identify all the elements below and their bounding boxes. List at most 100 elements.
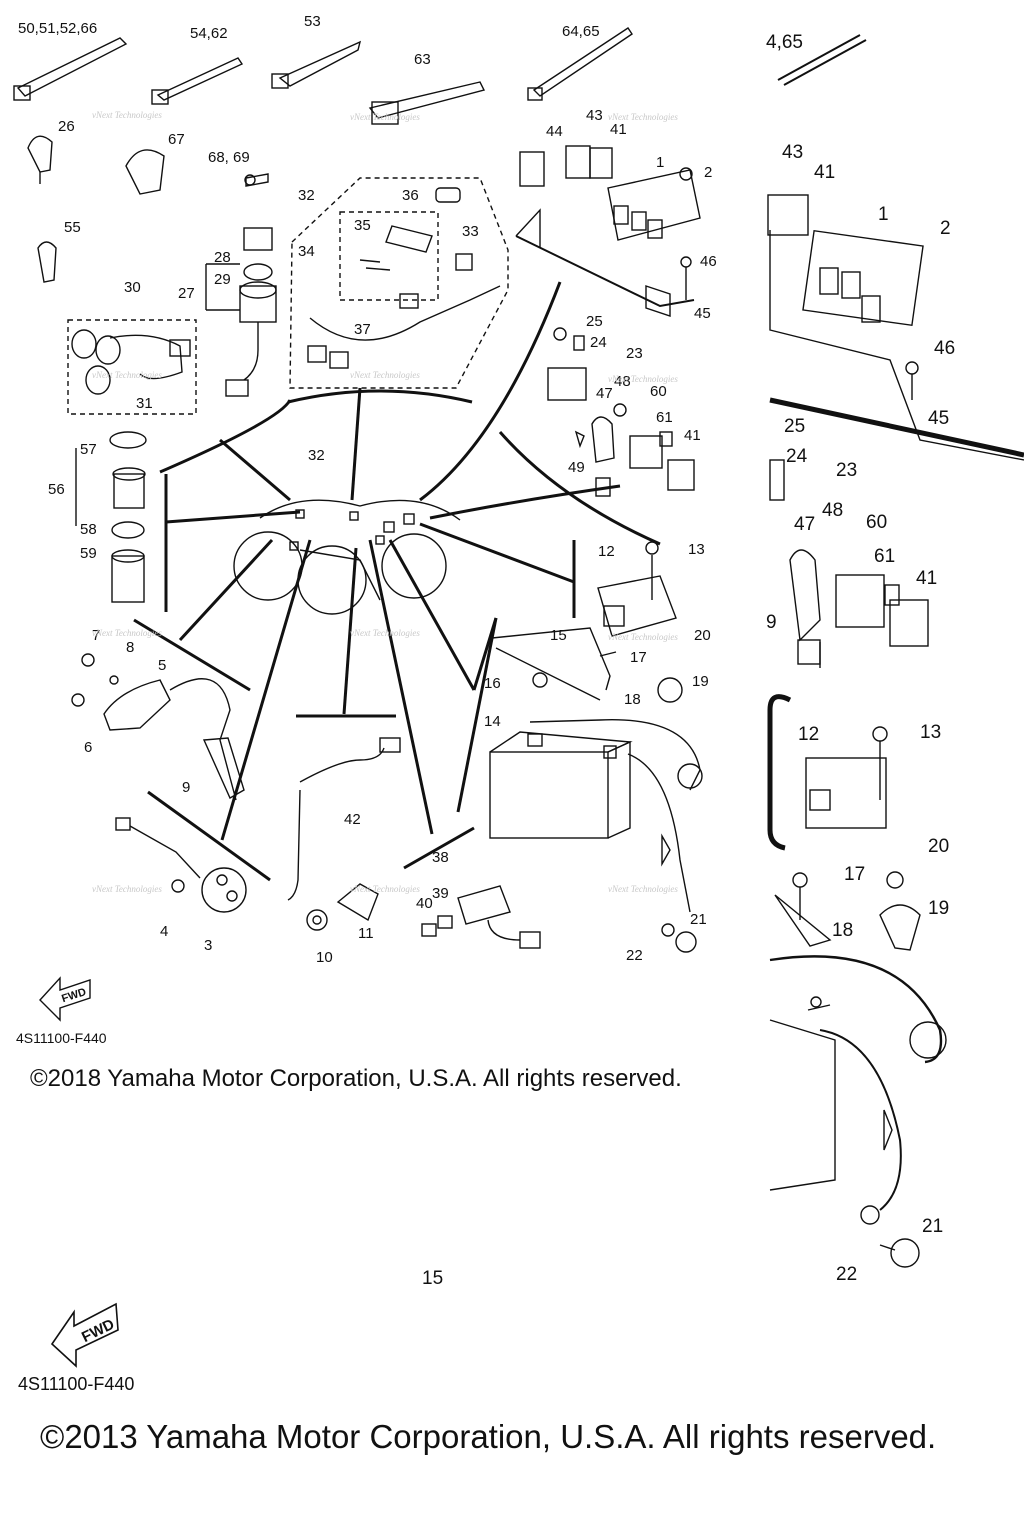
leader-lines-thick: [133, 281, 661, 882]
label-47: 47: [596, 385, 613, 402]
label-55: 55: [64, 219, 81, 236]
label-16: 16: [484, 675, 501, 692]
part-number-labels-right: 4,65 43 41 1 2 46 45 25 24 23 48 47 60 6…: [422, 32, 955, 1289]
label-61: 61: [656, 409, 673, 426]
label-58: 58: [80, 521, 97, 538]
copyright-2013: ©2013 Yamaha Motor Corporation, U.S.A. A…: [40, 1418, 937, 1455]
svg-text:vNext Technologies: vNext Technologies: [92, 628, 162, 638]
sensor-42-and-switch-11: [287, 737, 401, 931]
label-36: 36: [402, 187, 419, 204]
label-r-20: 20: [928, 836, 949, 857]
label-14: 14: [484, 713, 501, 730]
label-r-12: 12: [798, 724, 819, 745]
label-r-9: 9: [766, 612, 777, 633]
label-68-69: 68, 69: [208, 149, 250, 166]
label-r-43: 43: [782, 142, 803, 163]
label-48: 48: [614, 373, 631, 390]
label-21: 21: [690, 911, 707, 928]
label-38: 38: [432, 849, 449, 866]
fwd-arrow-small: FWD: [39, 976, 91, 1022]
svg-text:vNext Technologies: vNext Technologies: [350, 884, 420, 894]
svg-text:vNext Technologies: vNext Technologies: [608, 632, 678, 642]
label-r-48: 48: [822, 500, 843, 521]
label-45: 45: [694, 305, 711, 322]
label-43: 43: [586, 107, 603, 124]
label-r-2: 2: [940, 218, 951, 239]
label-57: 57: [80, 441, 97, 458]
label-10: 10: [316, 949, 333, 966]
label-12: 12: [598, 543, 615, 560]
label-6: 6: [84, 739, 92, 756]
clamps-and-key: [27, 135, 269, 283]
label-3: 3: [204, 937, 212, 954]
label-41b: 41: [684, 427, 701, 444]
label-40: 40: [416, 895, 433, 912]
label-18: 18: [624, 691, 641, 708]
label-28: 28: [214, 249, 231, 266]
label-r-1: 1: [878, 204, 889, 225]
relay-38: [421, 885, 541, 949]
label-r-21: 21: [922, 1216, 943, 1237]
horn-assembly: [115, 817, 247, 913]
relay-bracket-top: [515, 145, 701, 317]
svg-text:vNext Technologies: vNext Technologies: [92, 884, 162, 894]
svg-text:vNext Technologies: vNext Technologies: [92, 110, 162, 120]
label-1: 1: [656, 154, 664, 171]
label-49: 49: [568, 459, 585, 476]
label-11: 11: [358, 925, 374, 942]
label-r-41a: 41: [814, 162, 835, 183]
label-r-19: 19: [928, 898, 949, 919]
label-32a: 32: [298, 187, 315, 204]
label-46: 46: [700, 253, 717, 270]
label-r-18: 18: [832, 920, 853, 941]
label-63: 63: [414, 51, 431, 68]
label-r-4-65: 4,65: [766, 32, 803, 53]
label-19: 19: [692, 673, 709, 690]
label-r-45: 45: [928, 408, 949, 429]
label-31: 31: [136, 395, 153, 412]
copyright-2018: ©2018 Yamaha Motor Corporation, U.S.A. A…: [30, 1065, 682, 1092]
label-24: 24: [590, 334, 607, 351]
diagram-code-small: 4S11100-F440: [16, 1030, 107, 1046]
label-r-41b: 41: [916, 568, 937, 589]
label-64-65: 64,65: [562, 23, 600, 40]
label-r-22: 22: [836, 1264, 857, 1285]
label-54-62: 54,62: [190, 25, 228, 42]
cable-ties: [13, 27, 633, 125]
label-20: 20: [694, 627, 711, 644]
label-59: 59: [80, 545, 97, 562]
watermarks: vNext Technologies vNext Technologies vN…: [92, 110, 678, 894]
label-17: 17: [630, 649, 647, 666]
label-27: 27: [178, 285, 195, 302]
label-67: 67: [168, 131, 185, 148]
svg-text:vNext Technologies: vNext Technologies: [608, 374, 678, 384]
svg-text:vNext Technologies: vNext Technologies: [608, 112, 678, 122]
svg-text:vNext Technologies: vNext Technologies: [350, 370, 420, 380]
label-r-61: 61: [874, 546, 895, 567]
label-4: 4: [160, 923, 168, 940]
label-37: 37: [354, 321, 371, 338]
harness-box-32: [289, 177, 509, 389]
label-56: 56: [48, 481, 65, 498]
background-diagram-fragment: [767, 34, 1024, 1268]
label-25: 25: [586, 313, 603, 330]
label-44: 44: [546, 123, 563, 140]
label-r-60: 60: [866, 512, 887, 533]
power-socket-56: [75, 431, 147, 603]
label-5: 5: [158, 657, 166, 674]
svg-text:vNext Technologies: vNext Technologies: [608, 884, 678, 894]
label-32b: 32: [308, 447, 325, 464]
label-30: 30: [124, 279, 141, 296]
label-23: 23: [626, 345, 643, 362]
svg-text:vNext Technologies: vNext Technologies: [350, 628, 420, 638]
main-switch-assembly: [205, 227, 277, 397]
label-42: 42: [344, 811, 361, 828]
label-r-24: 24: [786, 446, 808, 467]
label-26: 26: [58, 118, 75, 135]
label-7: 7: [92, 627, 100, 644]
label-13: 13: [688, 541, 705, 558]
part-number-labels-left: 50,51,52,66 54,62 53 63 64,65 26 67 68, …: [18, 13, 717, 966]
label-r-23: 23: [836, 460, 857, 481]
label-r-15-partial: 15: [422, 1268, 443, 1289]
